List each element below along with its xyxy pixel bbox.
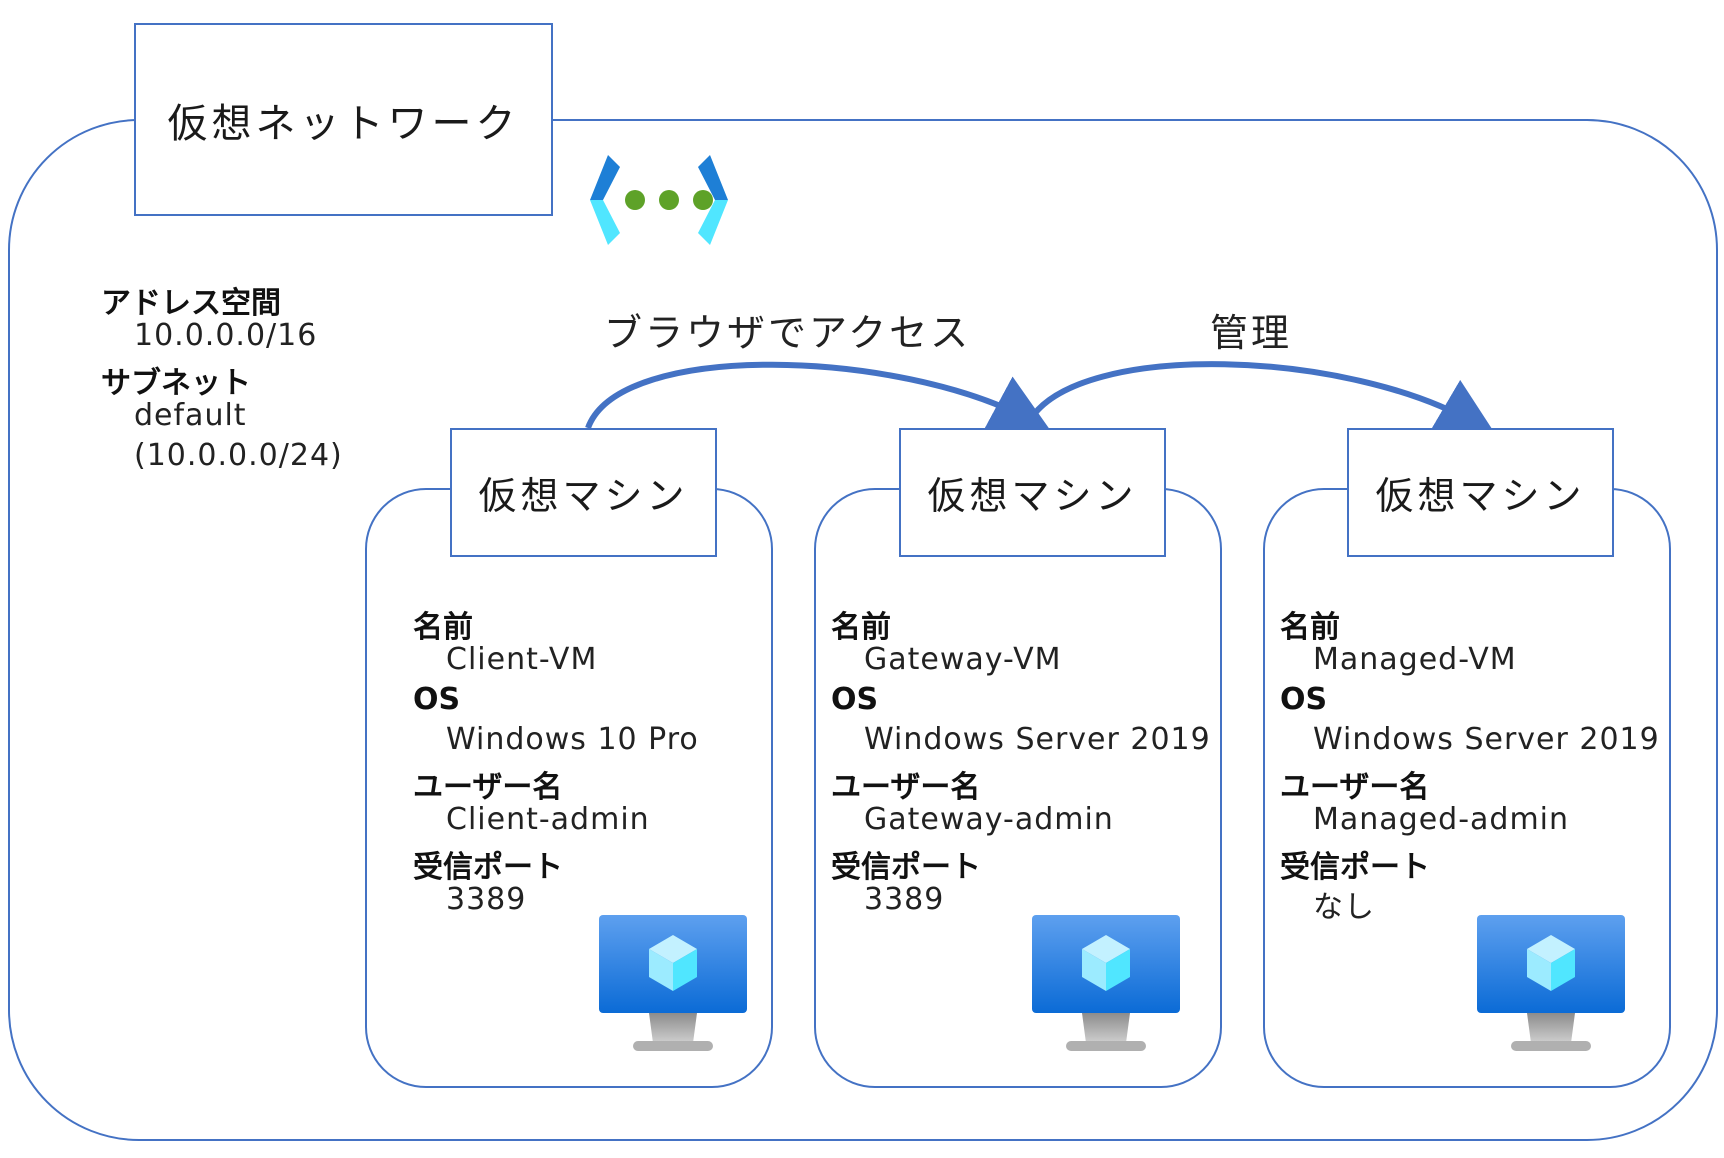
vm-os: Windows Server 2019 xyxy=(1313,722,1660,757)
vm-os: Windows 10 Pro xyxy=(446,722,699,757)
vm-user-label: ユーザー名 xyxy=(831,770,981,805)
vm-port: 3389 xyxy=(864,882,945,917)
vm-title: 仮想マシン xyxy=(927,474,1138,518)
vm-port-label: 受信ポート xyxy=(1280,850,1430,885)
vm-title-box-1: 仮想マシン xyxy=(450,428,717,557)
vm-user: Managed-admin xyxy=(1313,802,1570,837)
vm-title: 仮想マシン xyxy=(1375,474,1586,518)
subnet-name: default xyxy=(134,398,247,433)
virtual-machine-icon xyxy=(599,915,747,1051)
vm-port-label: 受信ポート xyxy=(831,850,981,885)
vm-title: 仮想マシン xyxy=(478,474,689,518)
arrow-manage xyxy=(1027,361,1497,437)
vm-name: Managed-VM xyxy=(1313,642,1517,677)
vm-title-box-3: 仮想マシン xyxy=(1347,428,1614,557)
vm-port: なし xyxy=(1313,890,1375,925)
vm-name: Client-VM xyxy=(446,642,598,677)
address-space-value: 10.0.0.0/16 xyxy=(134,318,318,353)
vm-port: 3389 xyxy=(446,882,527,917)
subnet-label: サブネット xyxy=(101,366,251,401)
vm-port-label: 受信ポート xyxy=(413,850,563,885)
arrow-label-browser-access: ブラウザでアクセス xyxy=(604,311,972,355)
vm-os-label: OS xyxy=(413,682,461,717)
vm-user: Client-admin xyxy=(446,802,650,837)
vm-os: Windows Server 2019 xyxy=(864,722,1211,757)
vm-user-label: ユーザー名 xyxy=(1280,770,1430,805)
vnet-title: 仮想ネットワーク xyxy=(167,100,520,147)
arrow-browser-access xyxy=(585,361,1052,432)
vm-name: Gateway-VM xyxy=(864,642,1062,677)
vm-name-label: 名前 xyxy=(1280,610,1340,645)
vnet-title-box: 仮想ネットワーク xyxy=(134,23,553,216)
vm-user-label: ユーザー名 xyxy=(413,770,563,805)
vnet-container xyxy=(8,119,1718,1141)
virtual-machine-icon xyxy=(1477,915,1625,1051)
address-space-label: アドレス空間 xyxy=(101,286,281,321)
vm-title-box-2: 仮想マシン xyxy=(899,428,1166,557)
vm-name-label: 名前 xyxy=(831,610,891,645)
vm-name-label: 名前 xyxy=(413,610,473,645)
virtual-network-icon xyxy=(590,155,728,245)
vm-os-label: OS xyxy=(1280,682,1328,717)
vm-user: Gateway-admin xyxy=(864,802,1114,837)
vm-os-label: OS xyxy=(831,682,879,717)
arrow-label-manage: 管理 xyxy=(1210,311,1293,355)
virtual-machine-icon xyxy=(1032,915,1180,1051)
subnet-range: (10.0.0.0/24) xyxy=(134,438,343,473)
